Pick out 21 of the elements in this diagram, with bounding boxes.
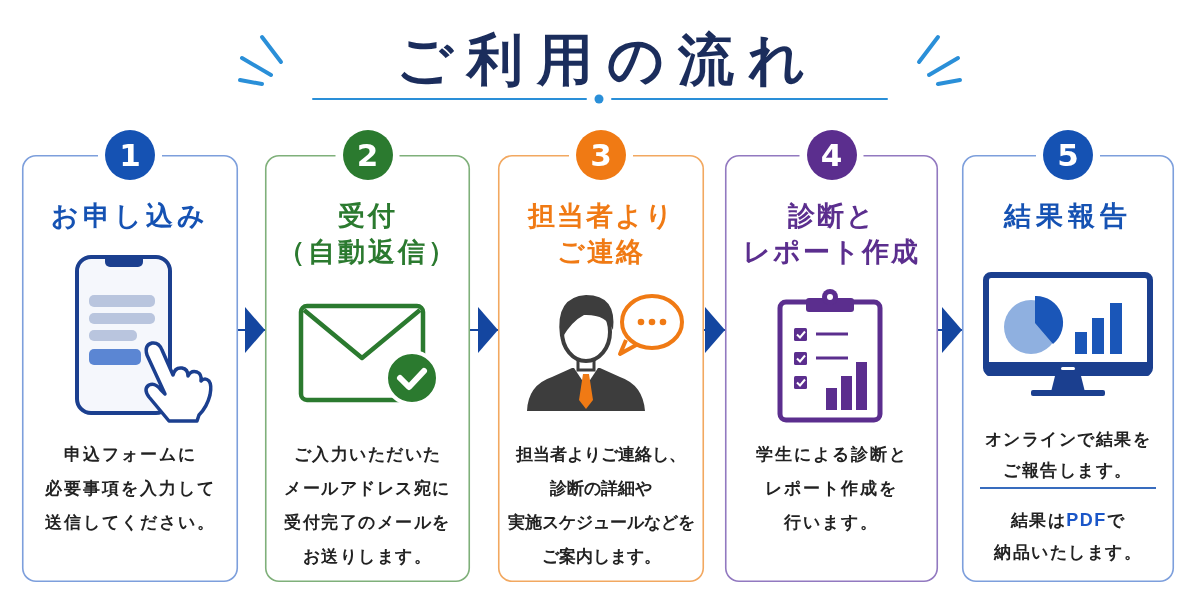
- step-description: 学生による診断とレポート作成を行います。: [754, 444, 909, 534]
- step-title: 結果報告: [1002, 200, 1133, 233]
- step-title: 担当者よりご連絡: [526, 200, 676, 269]
- step-number: 5: [1043, 130, 1093, 180]
- arrow: [703, 307, 726, 353]
- step-number: 3: [576, 130, 626, 180]
- step-title: お申し込み: [50, 200, 210, 233]
- step-number: 1: [105, 130, 155, 180]
- arrow: [469, 307, 499, 353]
- step-description: 申込フォームに必要事項を入力して送信してください。: [43, 444, 217, 534]
- step-description: 結果はPDFで納品いたします。: [992, 509, 1143, 564]
- step-number: 4: [806, 130, 857, 180]
- arrow: [237, 307, 266, 353]
- step-title: 診断とレポート作成: [742, 200, 921, 269]
- step-description: ご入力いただいたメールアドレス宛に受付完了のメールをお送りします。: [283, 444, 452, 568]
- step-description: 担当者よりご連絡し、診断の詳細や実施スケジュールなどをご案内します。: [506, 444, 696, 568]
- step-description: オンラインで結果をご報告します。: [983, 429, 1153, 482]
- step-title: 受付（自動返信）: [276, 200, 459, 269]
- step-number: 2: [342, 130, 393, 180]
- title: ご利用の流れ: [394, 27, 819, 93]
- arrow: [937, 307, 963, 353]
